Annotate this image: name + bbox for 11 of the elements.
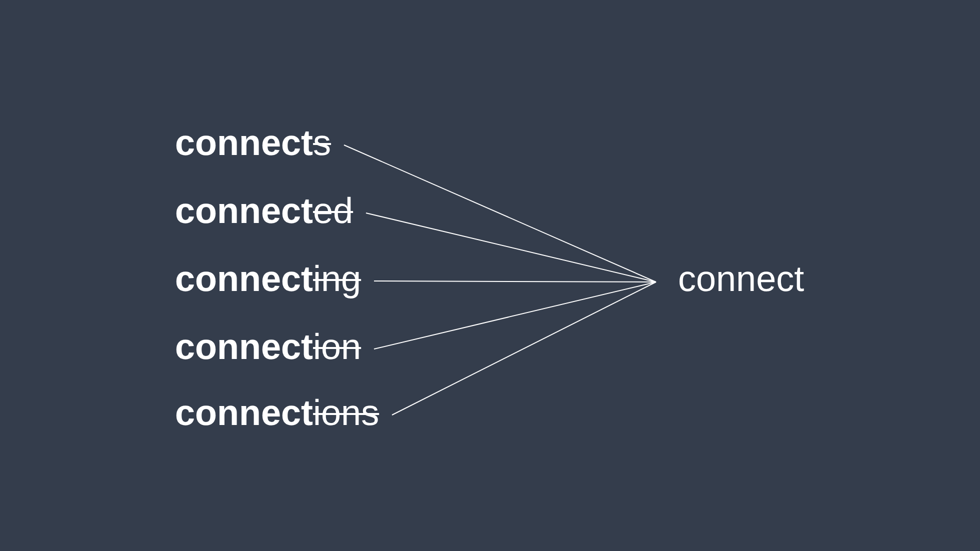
word-label: connections (175, 388, 394, 438)
connector-line (344, 144, 656, 282)
word-label: connection (175, 322, 376, 372)
word-label: connecting (175, 254, 376, 304)
connector-line (374, 280, 656, 282)
connector-line (392, 282, 656, 416)
word-label: connects (175, 118, 346, 168)
word-label: connect (655, 254, 855, 304)
word-label: connected (175, 186, 368, 236)
connector-line (374, 282, 656, 350)
connector-line (366, 212, 656, 282)
